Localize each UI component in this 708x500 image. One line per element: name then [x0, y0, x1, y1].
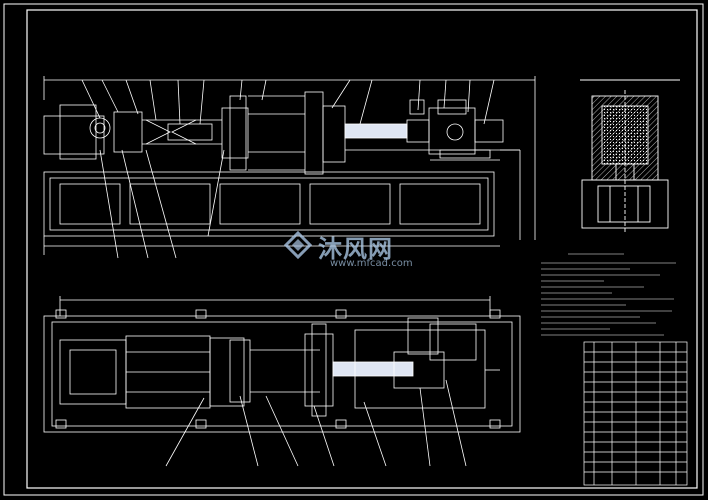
sheet-inner-border	[26, 9, 698, 489]
plan-view	[43, 296, 521, 467]
title-block	[583, 341, 688, 486]
mfcad-logo-icon	[283, 230, 313, 260]
sheet-outer-border	[3, 3, 704, 496]
front-elevation-view	[43, 76, 536, 259]
section-view	[580, 79, 680, 232]
technical-notes	[541, 253, 676, 336]
watermark-brand: 沐风网	[318, 235, 393, 263]
watermark-url: www.mfcad.com	[330, 258, 413, 269]
